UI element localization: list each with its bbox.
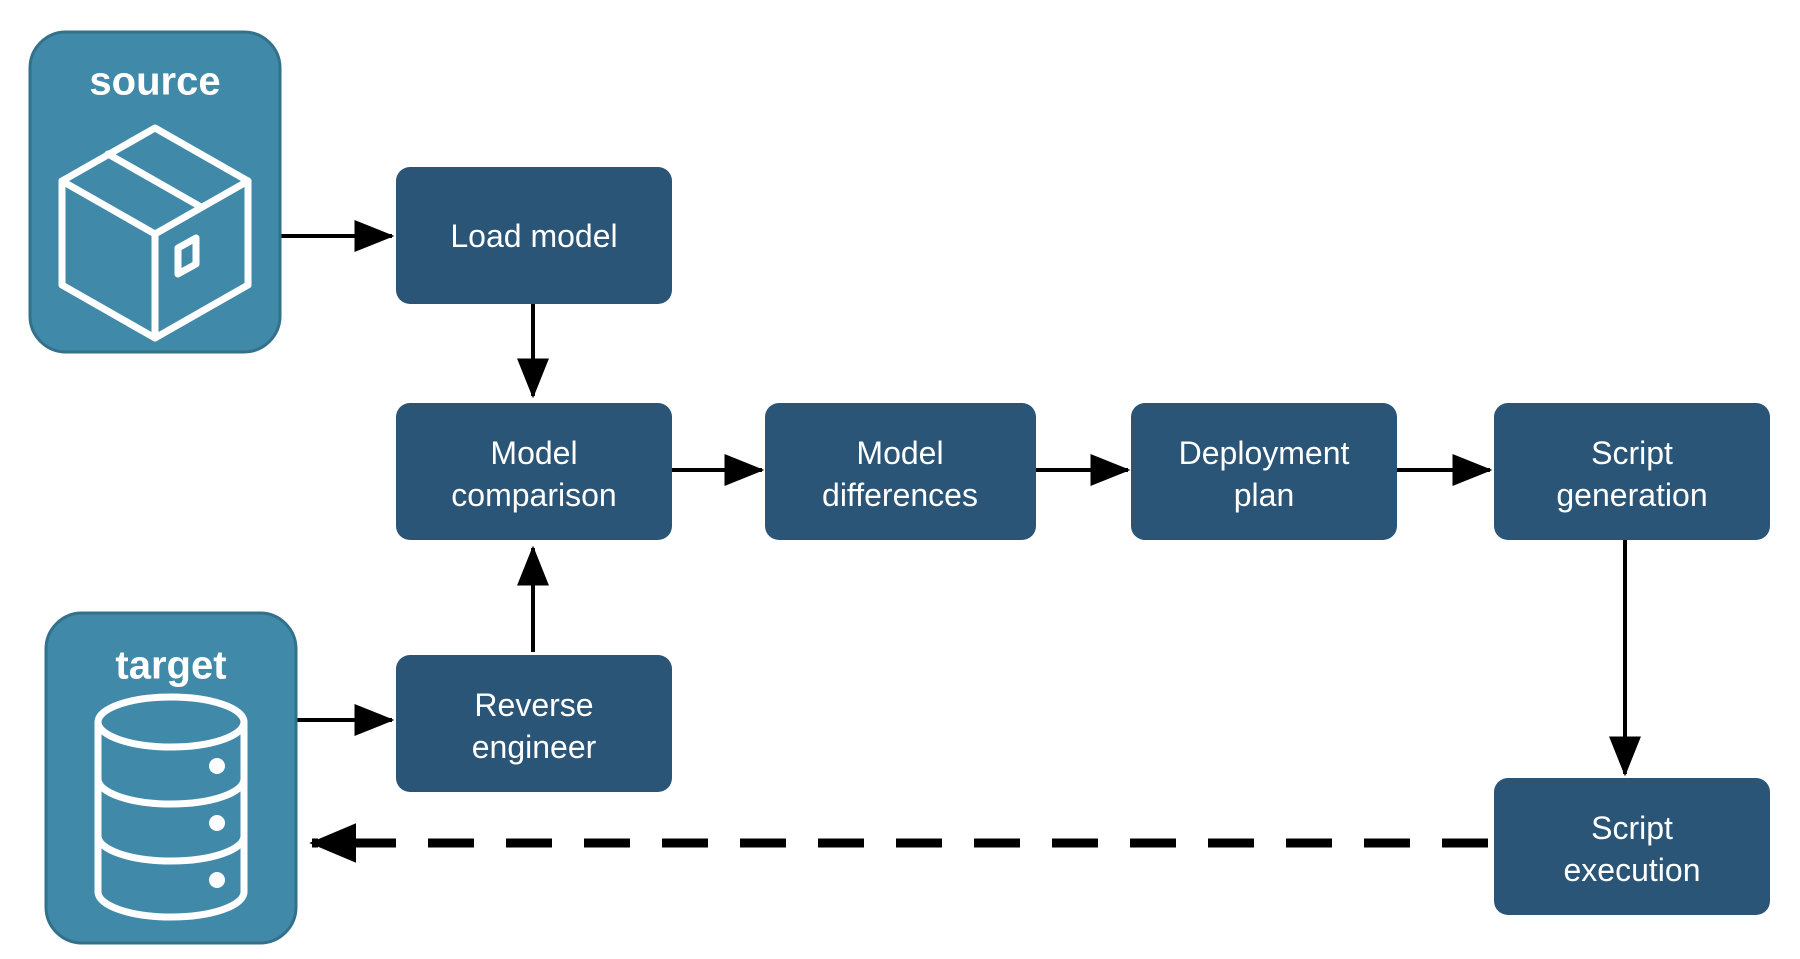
script-generation-label-line2: generation [1556, 477, 1707, 513]
process-model-differences[interactable]: Model differences [765, 403, 1036, 540]
model-comparison-label-line2: comparison [451, 477, 616, 513]
script-execution-box[interactable] [1494, 778, 1770, 915]
load-model-box[interactable] [396, 167, 672, 304]
process-script-execution[interactable]: Script execution [1494, 778, 1770, 915]
script-execution-label-line1: Script [1591, 810, 1673, 846]
process-script-generation[interactable]: Script generation [1494, 403, 1770, 540]
process-deployment-plan[interactable]: Deployment plan [1131, 403, 1397, 540]
target-label: target [115, 644, 226, 688]
script-execution-label-line2: execution [1564, 852, 1701, 888]
connectors-layer [281, 220, 1641, 863]
process-model-comparison[interactable]: Model comparison [396, 403, 672, 540]
endpoint-target[interactable]: target [44, 611, 298, 945]
script-generation-label-line1: Script [1591, 435, 1673, 471]
reverse-engineer-box[interactable] [396, 655, 672, 792]
source-label: source [89, 60, 220, 104]
process-reverse-engineer[interactable]: Reverse engineer [396, 655, 672, 792]
model-differences-label-line2: differences [822, 477, 978, 513]
reverse-engineer-label-line1: Reverse [474, 687, 593, 723]
deployment-plan-label-line2: plan [1234, 477, 1295, 513]
model-comparison-box[interactable] [396, 403, 672, 540]
process-load-model[interactable]: Load model [396, 167, 672, 304]
db-status-dot [209, 815, 225, 831]
source-box[interactable] [28, 30, 282, 354]
deployment-plan-box[interactable] [1131, 403, 1397, 540]
endpoint-source[interactable]: source [28, 30, 282, 354]
database-cylinder-icon [94, 693, 248, 921]
db-status-dot [209, 872, 225, 888]
package-box-icon [58, 124, 252, 342]
model-differences-box[interactable] [765, 403, 1036, 540]
model-differences-label-line1: Model [856, 435, 943, 471]
deployment-plan-label-line1: Deployment [1179, 435, 1350, 471]
target-box[interactable] [44, 611, 298, 945]
reverse-engineer-label-line2: engineer [472, 729, 597, 765]
model-comparison-label-line1: Model [490, 435, 577, 471]
load-model-label-line1: Load model [450, 218, 617, 254]
db-status-dot [209, 758, 225, 774]
script-generation-box[interactable] [1494, 403, 1770, 540]
